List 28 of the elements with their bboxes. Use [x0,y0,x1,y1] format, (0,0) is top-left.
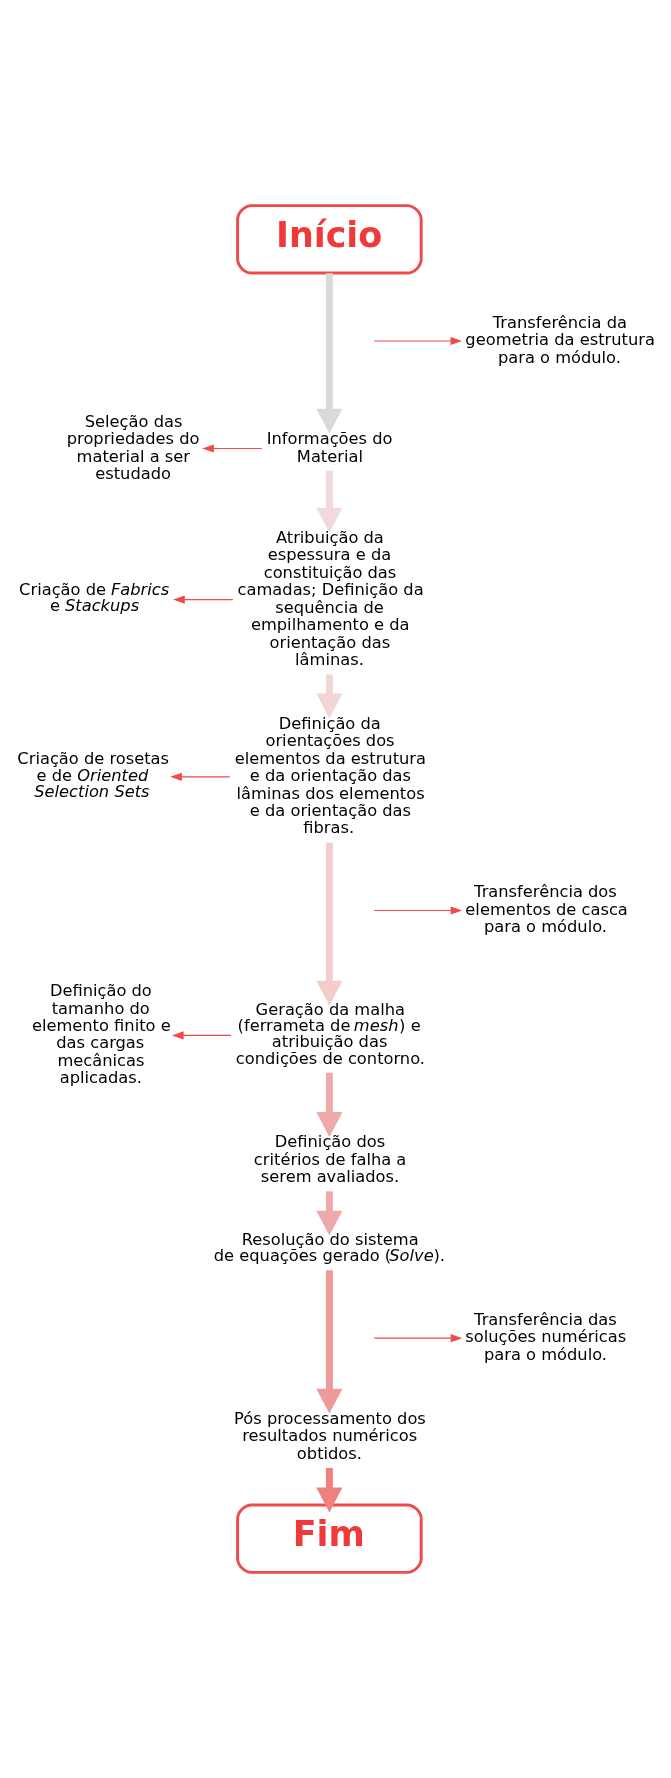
arrow [373,1334,463,1343]
node-text: Definição do tamanho do elemento finito e das cargas mecânicas aplicadas. [31,981,171,1088]
arrow [170,772,231,781]
node-text: Definição da orientações dos elementos da estrutura e da orientação das lâminas dos elementos e da orientação das fibras. [234,713,427,838]
node-text: Seleção das propriedades do material a ser estudado [66,411,200,483]
node-text: Transferência da geometria da estrutura para o módulo. [465,312,655,367]
arrow [316,1072,343,1137]
node-text: Definição dos critérios de falha a serem avaliados. [253,1132,407,1187]
arrow [316,842,343,1006]
node-text: Transferência das soluções numéricas para o módulo. [465,1310,627,1364]
arrow [316,273,343,434]
node-box: Início [236,204,423,275]
node-text: Criação de Fabrics e Stackups [19,580,170,616]
node-text: Criação de rosetas e de Oriented Selection Sets [17,749,170,801]
node-text: Pós processamento dos resultados numéricos obtidos. [234,1408,426,1463]
arrow [316,1467,343,1513]
node-text: Transferência dos elementos de casca para o módulo. [465,882,628,937]
arrow [172,1031,232,1040]
node-box: Fim [236,1503,423,1574]
node-text: Atribuição da espessura e da constituição das camadas; Definição da sequência de empilhamento e da orientação das lâminas. [237,527,424,669]
arrow [373,906,463,915]
node-text: Geração da malha (ferrameta de mesh) e atribuição das condições de contorno. [235,999,426,1068]
node-text: Resolução do sistema de equações gerado (Solve). [213,1229,445,1266]
arrow [202,444,263,453]
arrow [373,336,463,346]
node-text: Informações do Material [266,429,393,466]
arrow [316,470,343,533]
arrow [173,595,234,604]
